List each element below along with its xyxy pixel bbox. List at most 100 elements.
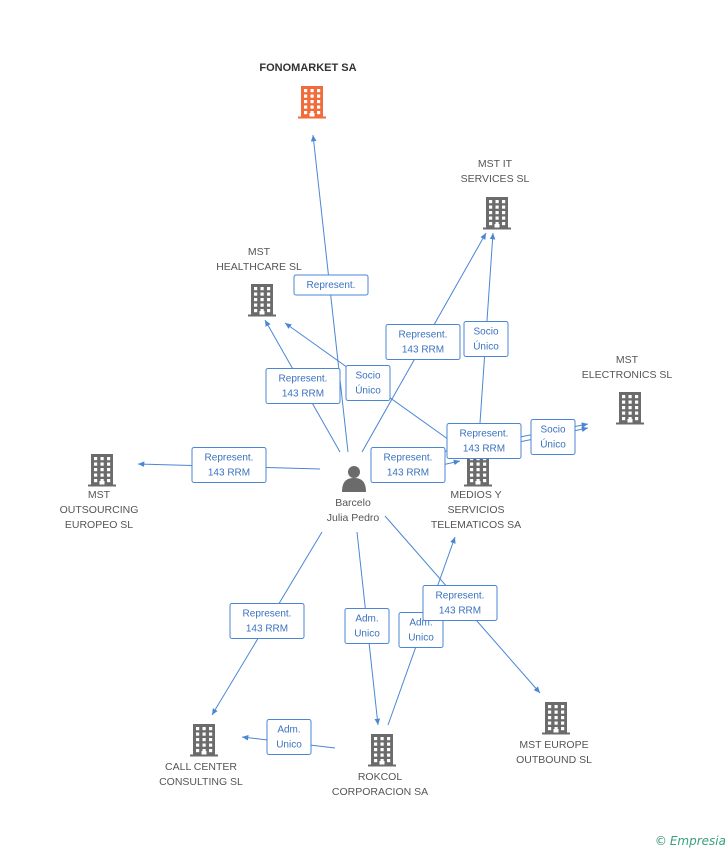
- node-label-line: MEDIOS Y: [450, 489, 501, 501]
- edge-label-text: Único: [355, 384, 381, 397]
- edge-label-box: [446, 423, 522, 459]
- edge-label[interactable]: Adm. Unico: [398, 612, 444, 648]
- node-mst-it[interactable]: MST IT SERVICES SL: [461, 158, 530, 230]
- node-label-line: EUROPEO SL: [65, 519, 133, 531]
- nodes-layer: FONOMARKET SA MST IT SERVICES SL MST HEALTHC…: [60, 62, 673, 798]
- edge-label-text: 143 RRM: [208, 468, 250, 479]
- node-mst-europe[interactable]: MST EUROPE OUTBOUND SL: [516, 702, 592, 766]
- edge-label-text: Único: [473, 340, 499, 353]
- edge-label[interactable]: Represent.: [293, 274, 369, 296]
- edge-label-text: Represent.: [436, 591, 485, 602]
- node-callcenter[interactable]: CALL CENTER CONSULTING SL: [159, 724, 243, 788]
- node-label-line: MST EUROPE: [519, 739, 588, 751]
- edge-label-text: 143 RRM: [439, 606, 481, 617]
- edge-label-box: [463, 321, 509, 357]
- node-label-line: HEALTHCARE SL: [216, 261, 302, 273]
- node-label-line: Barcelo: [335, 497, 371, 509]
- edge-label-text: Represent.: [399, 330, 448, 341]
- edge-label-box: [344, 608, 390, 644]
- building-icon: [190, 724, 218, 757]
- edge-label-text: Socio: [355, 371, 380, 382]
- node-label-line: MST: [248, 246, 271, 258]
- building-icon: [464, 454, 492, 487]
- building-icon: [483, 197, 511, 230]
- node-label-line: Julia Pedro: [327, 512, 380, 524]
- edge-label-text: Adm.: [277, 725, 300, 736]
- node-label-line: CORPORACION SA: [332, 786, 428, 798]
- edge-label-text: 143 RRM: [402, 345, 444, 356]
- node-label-line: OUTBOUND SL: [516, 754, 592, 766]
- edge-label-box: [266, 719, 312, 755]
- node-fonomarket[interactable]: FONOMARKET SA: [259, 62, 357, 119]
- edge-label-box: [345, 365, 391, 401]
- node-rokcol[interactable]: ROKCOL CORPORACION SA: [332, 734, 428, 798]
- edge-label[interactable]: Represent. 143 RRM: [422, 585, 498, 621]
- person-icon: [342, 466, 366, 492]
- edge-label-text: Represent.: [384, 453, 433, 464]
- edge-label-box: [191, 447, 267, 483]
- edge-label[interactable]: Represent. 143 RRM: [265, 368, 341, 404]
- building-icon: [248, 284, 276, 317]
- node-label-line: CALL CENTER: [165, 761, 237, 773]
- edge-label-text: Represent.: [205, 453, 254, 464]
- edge-label-text: Represent.: [243, 609, 292, 620]
- edge-label-text: Unico: [354, 629, 380, 640]
- edge-label[interactable]: Represent. 143 RRM: [385, 324, 461, 360]
- building-icon: [298, 86, 326, 119]
- edge-label-box: [530, 419, 576, 455]
- edge-label[interactable]: Adm. Unico: [266, 719, 312, 755]
- node-label-line: ROKCOL: [358, 771, 403, 783]
- edge-label-text: 143 RRM: [282, 389, 324, 400]
- edge-labels-layer: Represent.Represent.143 RRMSocioÚnicoRep…: [191, 274, 576, 755]
- edge-label-text: Unico: [408, 633, 434, 644]
- node-label-line: MST: [88, 489, 111, 501]
- node-label-line: MST IT: [478, 158, 513, 170]
- node-mst-out[interactable]: MST OUTSOURCING EUROPEO SL: [60, 454, 139, 531]
- building-icon: [368, 734, 396, 767]
- node-label-line: TELEMATICOS SA: [431, 519, 521, 531]
- node-label-line: FONOMARKET SA: [259, 62, 356, 74]
- edge-label[interactable]: Represent. 143 RRM: [229, 603, 305, 639]
- edge-label-text: Represent.: [279, 374, 328, 385]
- edge-label-text: 143 RRM: [463, 444, 505, 455]
- edge-label-box: [385, 324, 461, 360]
- edge-label-box: [398, 612, 444, 648]
- building-icon: [616, 392, 644, 425]
- edge-label-box: [265, 368, 341, 404]
- edge-label-text: Adm.: [409, 618, 432, 629]
- edge-label-text: 143 RRM: [387, 468, 429, 479]
- node-mst-health[interactable]: MST HEALTHCARE SL: [216, 246, 302, 317]
- edge-label[interactable]: Adm. Unico: [344, 608, 390, 644]
- edge-label-box: [229, 603, 305, 639]
- edge-label-text: Único: [540, 438, 566, 451]
- building-icon: [542, 702, 570, 735]
- edge-label-box: [293, 274, 369, 296]
- node-label-line: CONSULTING SL: [159, 776, 243, 788]
- edge-label-text: 143 RRM: [246, 624, 288, 635]
- edge-label-box: [370, 447, 446, 483]
- edge-label[interactable]: Represent. 143 RRM: [191, 447, 267, 483]
- node-label-line: OUTSOURCING: [60, 504, 139, 516]
- edge-label[interactable]: Represent. 143 RRM: [446, 423, 522, 459]
- edge-label-text: Unico: [276, 740, 302, 751]
- node-label-line: MST: [616, 354, 639, 366]
- edge-label-box: [422, 585, 498, 621]
- node-label-line: SERVICES SL: [461, 173, 530, 185]
- edge-label[interactable]: Represent. 143 RRM: [370, 447, 446, 483]
- footer-brand[interactable]: ©Empresia: [655, 834, 726, 848]
- node-mst-elec[interactable]: MST ELECTRONICS SL: [582, 354, 673, 425]
- brand-name: Empresia: [669, 834, 726, 848]
- edge-label-text: Represent.: [460, 429, 509, 440]
- edge-label-text: Adm.: [355, 614, 378, 625]
- edge-label-text: Socio: [473, 327, 498, 338]
- edge-label-text: Represent.: [307, 280, 356, 291]
- node-label-line: ELECTRONICS SL: [582, 369, 673, 381]
- edge-label-text: Socio: [540, 425, 565, 436]
- copyright-symbol: ©: [654, 834, 667, 848]
